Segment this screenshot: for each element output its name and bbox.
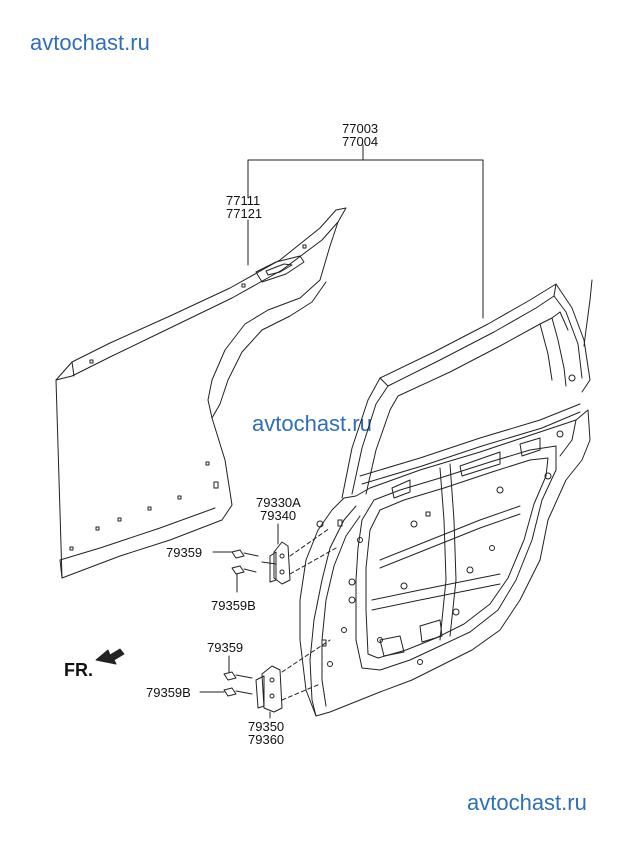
dashed-upper xyxy=(289,527,331,557)
dashed-upper-2 xyxy=(289,547,337,575)
outer-door-panel xyxy=(55,207,347,579)
upper-bolts xyxy=(231,549,259,575)
lower-bolts xyxy=(223,671,253,697)
leader-77003 xyxy=(247,144,484,319)
lower-hinge xyxy=(255,665,283,713)
label-79340: 79340 xyxy=(260,508,297,523)
upper-hinge xyxy=(261,541,291,585)
label-79360: 79360 xyxy=(248,732,285,747)
watermark-bottom: avtochast.ru xyxy=(467,790,587,815)
front-direction-label: FR. xyxy=(64,660,93,680)
watermark-top: avtochast.ru xyxy=(30,30,150,55)
label-77004: 77004 xyxy=(342,134,379,149)
label-77003: 77003 xyxy=(342,121,379,136)
label-77111: 77111 xyxy=(226,193,261,208)
label-77121: 77121 xyxy=(226,206,263,221)
label-79359-lower: 79359 xyxy=(207,640,244,655)
label-79350: 79350 xyxy=(248,719,285,734)
label-79359B-upper: 79359B xyxy=(211,598,256,613)
label-79359-upper: 79359 xyxy=(166,545,203,560)
door-assembly-frame xyxy=(299,279,593,717)
front-arrow-icon xyxy=(95,648,125,665)
label-79359B-lower: 79359B xyxy=(146,685,191,700)
dashed-lower xyxy=(281,639,331,673)
dashed-lower-2 xyxy=(281,683,321,701)
label-79330A: 79330A xyxy=(256,495,301,510)
watermark-center: avtochast.ru xyxy=(252,411,372,436)
